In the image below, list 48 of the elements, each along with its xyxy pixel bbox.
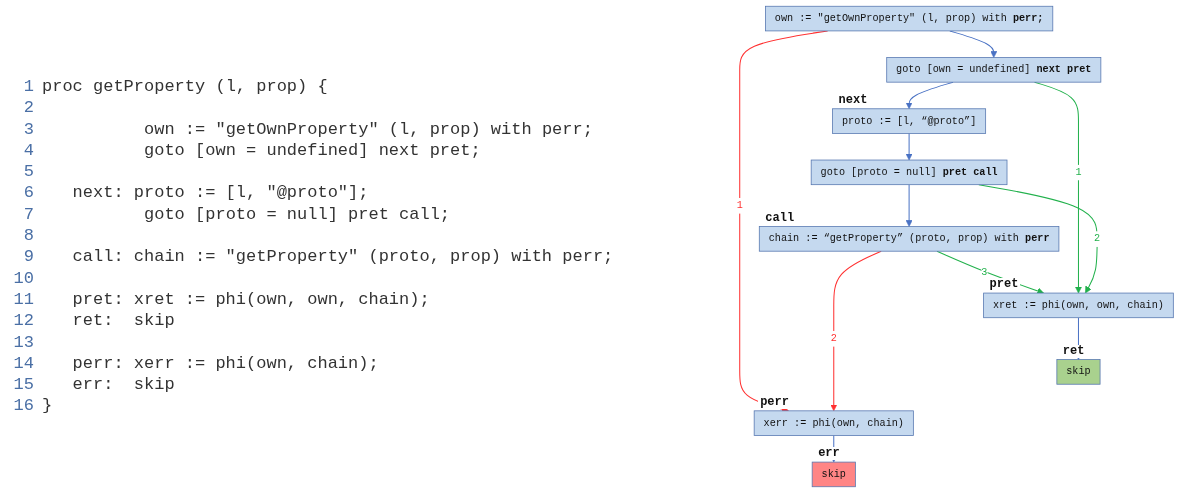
node-box: xerr := phi(own, chain) xyxy=(753,410,914,436)
line-number: 2 xyxy=(22,97,34,119)
edge-label: 3 xyxy=(981,266,988,278)
block-label: pret xyxy=(987,278,1021,292)
node-box: skip xyxy=(811,461,856,488)
block-label: ret xyxy=(1060,344,1087,358)
code-line: ret: skip xyxy=(72,310,175,332)
node-box: skip xyxy=(1056,359,1101,385)
block-label: err xyxy=(816,447,842,461)
line-number: 9 xyxy=(22,246,34,268)
code-line: } xyxy=(42,395,53,417)
line-number: 15 xyxy=(12,374,34,396)
line-number: 1 xyxy=(22,76,34,98)
code-line: err: skip xyxy=(72,374,175,396)
code-line: perr: xerr := phi(own, chain); xyxy=(72,352,379,375)
line-number: 14 xyxy=(12,352,34,375)
arrow xyxy=(830,250,882,412)
line-number: 8 xyxy=(22,225,34,247)
node-box: goto [proto = null] pret call xyxy=(810,159,1008,186)
line-number: 13 xyxy=(12,331,34,353)
node-box: xret := phi(own, own, chain) xyxy=(983,292,1174,319)
line-number: 12 xyxy=(12,310,34,332)
code-line: call: chain := "getProperty" (proto, prop) with perr; xyxy=(72,246,614,268)
edge-label: 2 xyxy=(1094,232,1101,245)
code-line: pret: xret := phi(own, own, chain); xyxy=(72,288,430,311)
line-number: 5 xyxy=(22,161,34,183)
node-box: own := "getOwnProperty" (l, prop) with perr; xyxy=(765,5,1054,32)
code-line: own := "getOwnProperty" (l, prop) with perr; xyxy=(144,118,593,140)
line-number: 4 xyxy=(22,139,34,162)
code-line: goto [own = undefined] next pret; xyxy=(144,139,481,162)
line-number: 7 xyxy=(22,203,34,226)
node-box: proto := [l, “@proto”] xyxy=(832,108,987,134)
edge-label: 1 xyxy=(736,199,743,212)
code-line: proc getProperty (l, prop) { xyxy=(42,76,328,98)
line-number: 3 xyxy=(22,118,34,140)
block-label: perr xyxy=(758,395,791,409)
line-number: 10 xyxy=(12,267,34,289)
arrow xyxy=(905,132,913,161)
line-number: 11 xyxy=(12,288,34,311)
code-line: goto [proto = null] pret call; xyxy=(144,203,451,226)
node-box: goto [own = undefined] next pret xyxy=(886,57,1102,83)
edge-label: 1 xyxy=(1075,166,1082,179)
arrow xyxy=(905,184,913,227)
node-box: chain := “getProperty” (proto, prop) with perr xyxy=(758,226,1060,252)
line-number: 16 xyxy=(12,395,34,417)
edge-label: 2 xyxy=(830,332,837,345)
code-line: next: proto := [l, "@proto"]; xyxy=(72,182,369,204)
line-number: 6 xyxy=(22,182,34,204)
